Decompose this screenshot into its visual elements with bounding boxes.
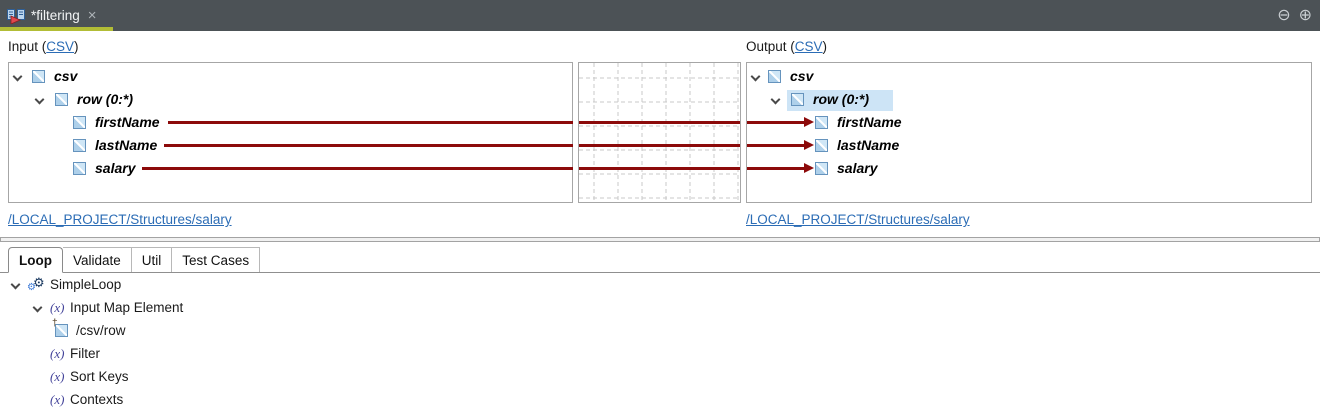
input-structure-link[interactable]: /LOCAL_PROJECT/Structures/salary (8, 212, 232, 227)
element-icon (815, 116, 828, 129)
element-icon (768, 70, 781, 83)
output-csv-link[interactable]: CSV (794, 39, 823, 54)
element-icon (791, 93, 804, 106)
tab-loop[interactable]: Loop (8, 247, 63, 273)
loop-node-simpleloop[interactable]: SimpleLoop (50, 277, 122, 292)
loop-node-sort-keys[interactable]: Sort Keys (70, 369, 129, 384)
map-line-salary[interactable] (747, 167, 804, 170)
editor-titlebar: *filtering × ⊖ ⊕ (0, 0, 1320, 31)
active-tab-underline (0, 27, 113, 31)
input-csv-link[interactable]: CSV (46, 39, 75, 54)
output-node-salary[interactable]: salary (837, 160, 878, 176)
map-line-lastname[interactable] (747, 144, 804, 147)
input-header-text: Input ( (8, 39, 47, 54)
element-icon (815, 139, 828, 152)
map-arrow-icon (804, 140, 814, 150)
mapping-grid (579, 63, 740, 202)
tab-util[interactable]: Util (131, 247, 173, 272)
output-node-csv[interactable]: csv (790, 68, 814, 84)
close-tab-icon[interactable]: × (87, 7, 97, 24)
gear-icon: ⚙ (33, 276, 45, 291)
expression-icon: (x) (50, 346, 65, 361)
element-icon (73, 116, 86, 129)
output-header-text: Output ( (746, 39, 795, 54)
document-tab-title: *filtering (31, 8, 80, 23)
selected-node-highlight (787, 90, 893, 111)
tab-test-cases[interactable]: Test Cases (172, 247, 261, 272)
map-line-firstname[interactable] (747, 121, 804, 124)
loop-node-filter[interactable]: Filter (70, 346, 100, 361)
element-icon (73, 139, 86, 152)
map-line-lastname[interactable] (164, 144, 573, 147)
input-header-suffix: ) (74, 39, 79, 54)
input-structure-panel (8, 62, 573, 203)
input-panel-header: Input (CSV) (8, 39, 79, 57)
map-line-firstname[interactable] (579, 121, 740, 124)
chevron-down-icon[interactable] (32, 302, 43, 313)
loop-node-csv-row[interactable]: /csv/row (76, 323, 126, 338)
mapping-canvas[interactable] (578, 62, 741, 203)
output-node-row[interactable]: row (0:*) (813, 91, 869, 107)
element-icon (55, 324, 68, 337)
input-node-lastname[interactable]: lastName (95, 137, 158, 153)
expression-icon: (x) (50, 300, 65, 315)
properties-tabstrip: Loop Validate Util Test Cases (0, 247, 1320, 273)
map-line-salary[interactable] (142, 167, 573, 170)
loop-node-contexts[interactable]: Contexts (70, 392, 124, 407)
chevron-down-icon[interactable] (10, 279, 21, 290)
input-node-salary[interactable]: salary (95, 160, 136, 176)
map-line-firstname[interactable] (168, 121, 573, 124)
mapping-document-icon (7, 8, 25, 24)
collapse-icon[interactable]: ⊖ (1277, 6, 1291, 24)
loop-node-input-map-element[interactable]: Input Map Element (70, 300, 184, 315)
map-line-lastname[interactable] (579, 144, 740, 147)
simple-loop-icon: ⚙ ⚙ (27, 276, 46, 296)
dagger-mark-icon: † (52, 318, 58, 329)
output-structure-panel (746, 62, 1312, 203)
map-line-salary[interactable] (579, 167, 740, 170)
expression-icon: (x) (50, 369, 65, 384)
output-node-lastname[interactable]: lastName (837, 137, 900, 153)
output-header-suffix: ) (822, 39, 828, 54)
element-icon (73, 162, 86, 175)
element-icon (815, 162, 828, 175)
output-panel-header: Output (CSV) (746, 39, 827, 57)
mapped-element-icon: † (52, 318, 71, 340)
horizontal-splitter[interactable] (0, 237, 1320, 242)
expression-icon: (x) (50, 392, 65, 407)
input-node-firstname[interactable]: firstName (95, 114, 160, 130)
view-controls: ⊖ ⊕ (1277, 0, 1312, 31)
element-icon (32, 70, 45, 83)
tab-validate[interactable]: Validate (63, 247, 132, 272)
output-node-firstname[interactable]: firstName (837, 114, 902, 130)
input-node-csv[interactable]: csv (54, 68, 78, 84)
map-arrow-icon (804, 117, 814, 127)
expand-icon[interactable]: ⊕ (1298, 6, 1312, 24)
gear-icon: ⚙ (27, 282, 36, 293)
output-structure-link[interactable]: /LOCAL_PROJECT/Structures/salary (746, 212, 970, 227)
input-node-row[interactable]: row (0:*) (77, 91, 133, 107)
map-arrow-icon (804, 163, 814, 173)
document-tab-filtering[interactable]: *filtering × (0, 0, 113, 31)
element-icon (55, 93, 68, 106)
